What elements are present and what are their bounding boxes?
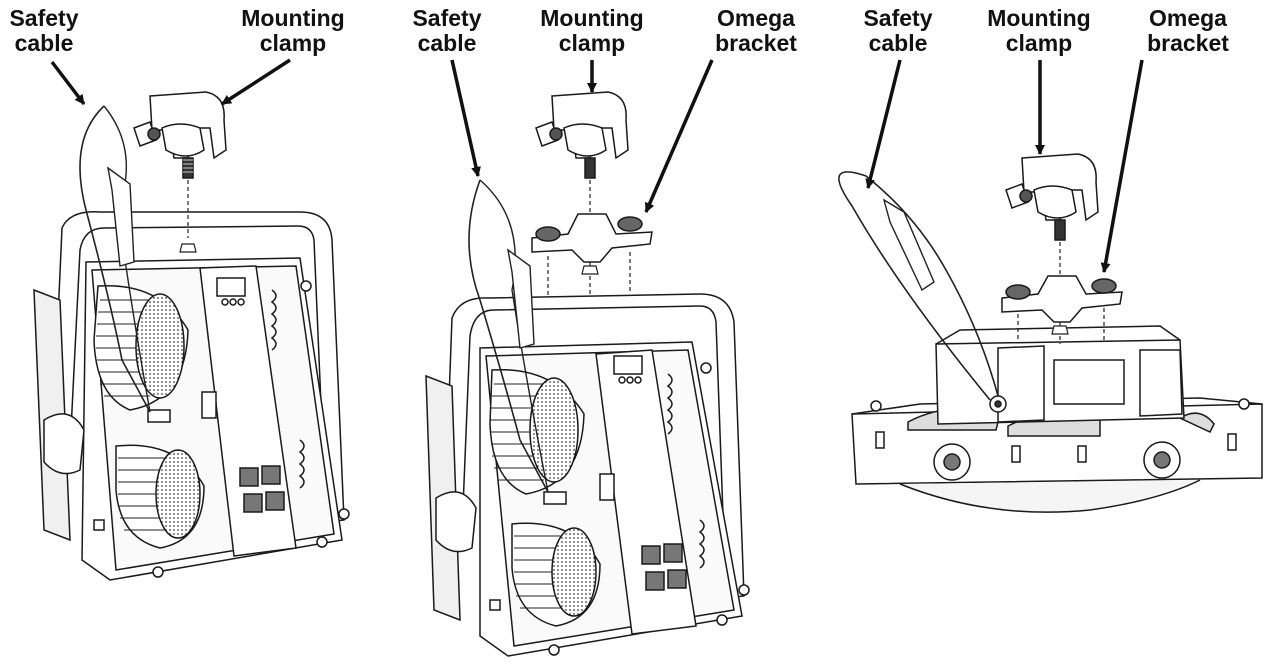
safety-cable-3 [838,171,999,401]
panel-1-fixture [33,211,350,581]
panel-2-fixture [425,293,750,657]
omega-bracket-3 [1001,275,1123,323]
omega-bracket-2 [531,213,653,263]
safety-cable-2 [468,179,549,493]
mounting-clamp-1 [133,91,227,179]
safety-cable-1 [79,105,151,413]
mounting-clamp-2 [535,91,629,179]
panel-3-fixture [851,325,1263,513]
mounting-clamp-3 [1005,153,1099,241]
